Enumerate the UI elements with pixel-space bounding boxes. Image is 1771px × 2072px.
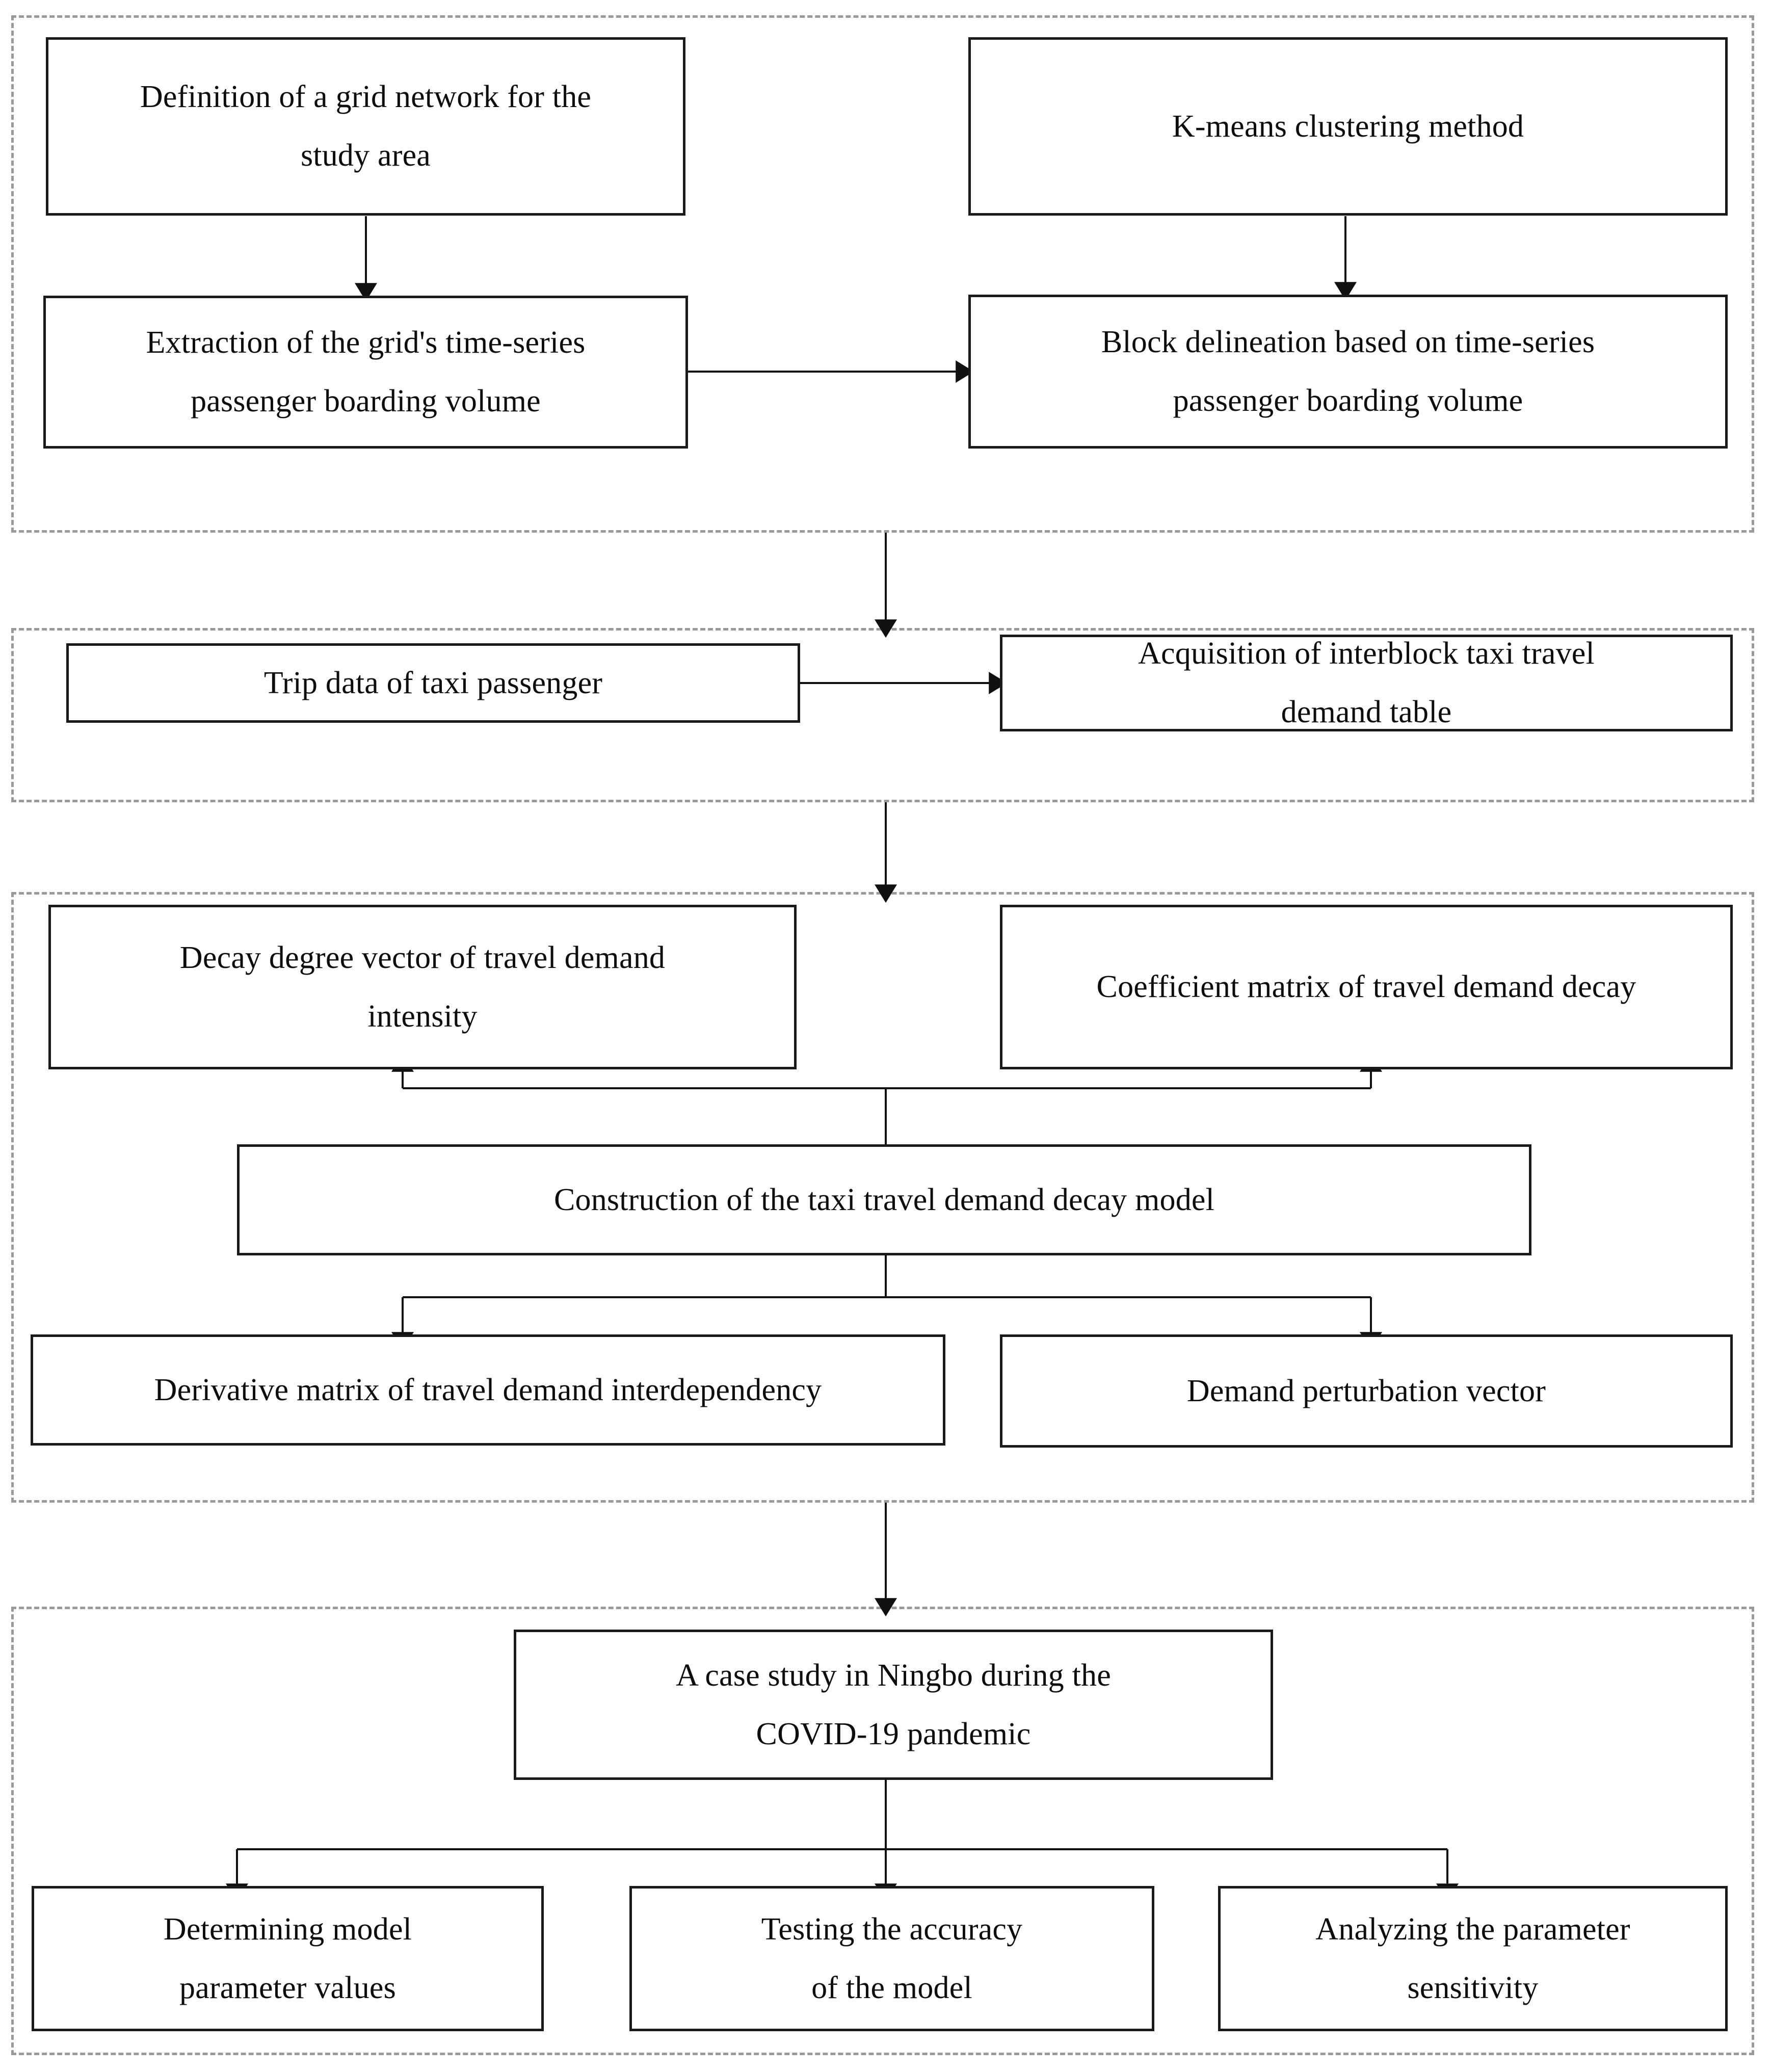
node-derivative-matrix[interactable]: Derivative matrix of travel demand inter… (31, 1334, 945, 1446)
node-construction[interactable]: Construction of the taxi travel demand d… (237, 1144, 1531, 1255)
node-construction-label: Construction of the taxi travel demand d… (553, 1182, 1215, 1217)
node-kmeans-label: K-means clustering method (1172, 109, 1524, 144)
node-trip-data[interactable]: Trip data of taxi passenger (66, 643, 800, 723)
node-derivative-matrix-label: Derivative matrix of travel demand inter… (154, 1372, 822, 1407)
node-trip-data-label: Trip data of taxi passenger (263, 665, 603, 700)
group-frame-block-delineation (11, 15, 1754, 533)
node-coefficient-matrix[interactable]: Coefficient matrix of travel demand deca… (1000, 905, 1733, 1069)
node-perturbation-vector-label: Demand perturbation vector (1186, 1373, 1546, 1408)
node-coefficient-matrix-label: Coefficient matrix of travel demand deca… (1096, 969, 1636, 1005)
node-perturbation-vector[interactable]: Demand perturbation vector (1000, 1334, 1733, 1448)
node-kmeans[interactable]: K-means clustering method (968, 37, 1728, 216)
